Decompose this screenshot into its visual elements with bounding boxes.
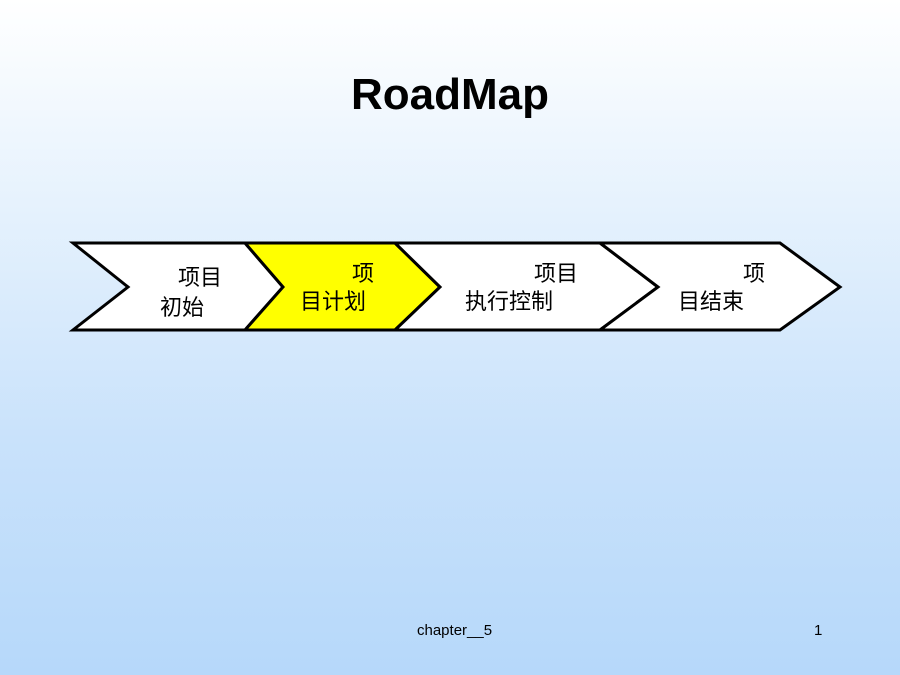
step-chevron-closing — [595, 241, 843, 332]
step-label-initiation-line1: 项目 — [178, 266, 223, 291]
step-label-execution-line2: 执行控制 — [465, 290, 554, 315]
step-label-closing-line2: 目结束 — [678, 290, 745, 315]
slide-title: RoadMap — [351, 70, 549, 119]
step-label-execution-line1: 项目 — [534, 262, 579, 287]
page-number: 1 — [814, 622, 823, 639]
step-label-planning-line2: 目计划 — [300, 290, 367, 315]
step-label-closing-line1: 项 — [743, 262, 766, 287]
step-label-initiation-line2: 初始 — [160, 296, 205, 321]
step-label-planning-line1: 项 — [352, 262, 375, 287]
footer-chapter: chapter__5 — [417, 622, 493, 639]
